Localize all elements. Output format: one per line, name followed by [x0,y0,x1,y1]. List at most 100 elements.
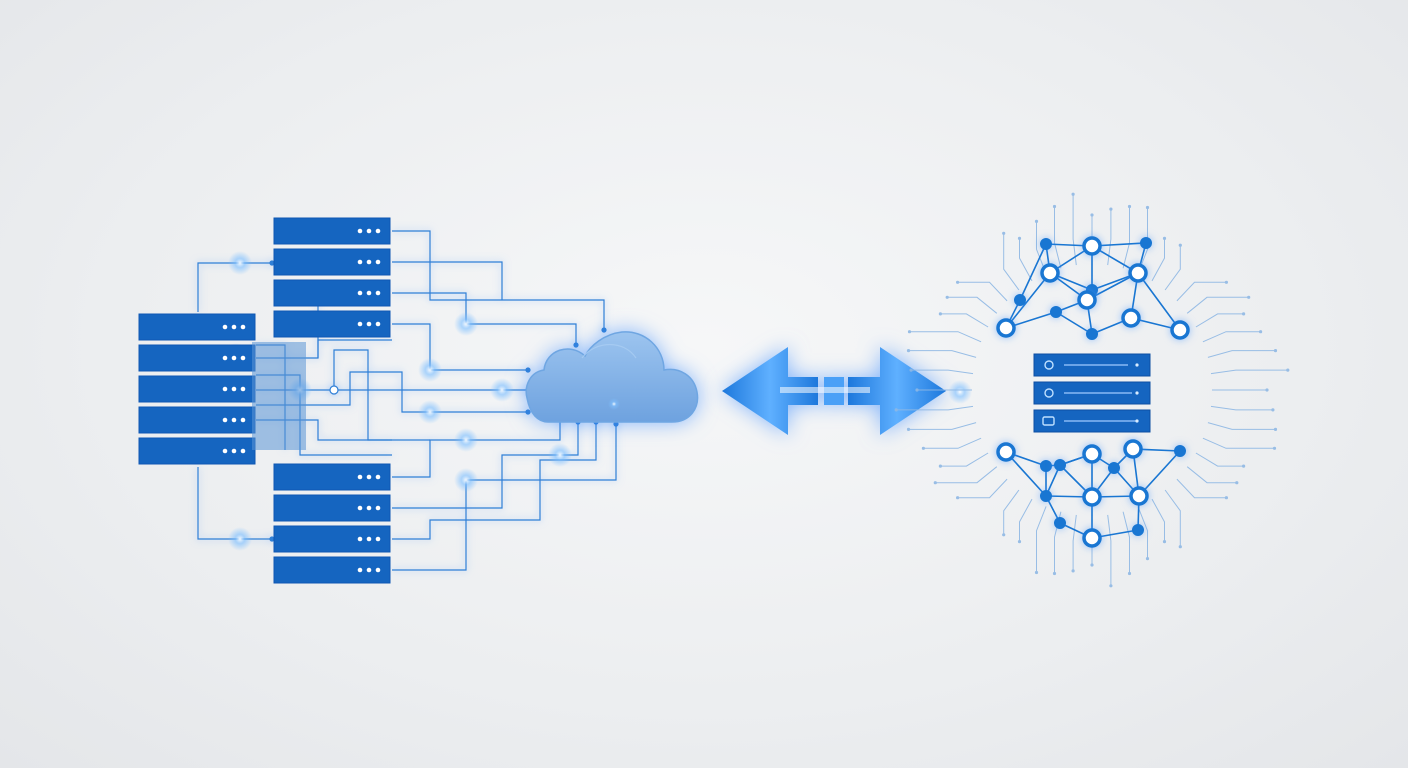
circuit-trace-19 [957,478,1008,499]
status-light [375,228,381,234]
status-light [240,417,246,423]
status-light [240,386,246,392]
line-endpoint-2 [269,536,275,542]
status-light [231,386,237,392]
circuit-trace-18 [1003,489,1020,535]
top-network-node-6 [1128,263,1148,283]
circuit-trace-39 [1122,206,1130,269]
status-panel [1033,353,1151,433]
circuit-trace-26 [911,369,974,375]
connection-line-8 [392,422,579,509]
status-light [231,355,237,361]
refresh-icon [1044,360,1054,370]
bottom-network-node-9 [1082,487,1102,507]
line-endpoint-1 [269,260,275,266]
status-light [222,417,228,423]
circuit-pad-9 [1162,540,1167,544]
circuit-traces [894,192,1290,588]
circuit-pad-16 [1034,570,1039,575]
circuit-pad-31 [956,280,960,284]
circuit-pad-18 [1002,533,1006,537]
window-icon [1042,416,1055,426]
bottom-network-node-8 [1040,490,1052,502]
top-server-4 [273,310,391,338]
top-server-stack [273,217,391,338]
connection-line-4 [392,261,503,300]
circuit-pad-12 [1109,584,1113,588]
connection-line-5 [392,292,577,345]
status-light [375,474,381,480]
glow-point-6 [454,428,478,452]
top-network-node-8 [1121,308,1141,328]
circuit-pad-35 [1052,204,1057,209]
circuit-pad-39 [1127,204,1132,209]
left-server-4 [138,406,256,434]
line-endpoint-6 [601,327,607,333]
glow-point-14 [948,380,972,404]
circuit-trace-33 [1019,238,1033,282]
cloud-icon [525,331,699,423]
neural-network-icon [996,236,1190,340]
circuit-pad-27 [906,349,911,353]
top-network-node-1 [1040,238,1052,250]
circuit-pad-11 [1127,571,1132,576]
circuit-pad-22 [921,446,926,450]
connection-line-7 [392,420,561,478]
bottom-server-3 [273,525,391,553]
circuit-pad-41 [1162,236,1167,240]
status-light [240,355,246,361]
circuit-pad-1 [1265,388,1269,392]
glow-point-1 [228,251,252,275]
status-light [222,355,228,361]
circuit-pad-23 [906,427,911,431]
circuit-trace-3 [1207,422,1276,430]
circuit-trace-10 [1137,506,1148,559]
circuit-trace-27 [908,350,977,358]
circuit-trace-47 [1207,350,1276,358]
circuit-pad-19 [956,496,960,500]
bottom-network-node-13 [1132,524,1144,536]
status-light [375,505,381,511]
top-network-node-13 [1014,294,1026,306]
connection-line-16 [333,349,430,441]
glow-point-2 [228,527,252,551]
circuit-trace-29 [940,313,989,328]
circuit-pad-17 [1017,540,1022,544]
bottom-server-1 [273,463,391,491]
circuit-trace-7 [1176,478,1227,499]
connection-line-3 [392,230,605,330]
circuit-pad-33 [1017,236,1022,240]
circuit-pad-34 [1034,219,1039,223]
glow-point-3 [454,312,478,336]
circuit-trace-6 [1186,466,1237,484]
status-light [357,321,363,327]
circuit-pad-4 [1272,446,1277,450]
circuit-trace-24 [896,405,974,411]
glow-point-7 [454,468,478,492]
circuit-trace-43 [1176,281,1227,302]
overlay-panel [252,342,306,450]
top-network-edge-20 [1019,243,1047,301]
status-dot [1135,363,1139,367]
circuit-pad-14 [1071,569,1075,573]
top-network-node-10 [1050,306,1062,318]
status-row-3 [1033,409,1151,433]
top-network-node-3 [1140,237,1152,249]
status-light [366,290,372,296]
bottom-network-node-12 [1082,528,1102,548]
connection-line-9 [392,422,597,540]
circuit-trace-23 [908,422,977,430]
circuit-trace-32 [1003,233,1020,291]
circuit-trace-35 [1054,206,1062,269]
status-light [366,259,372,265]
status-light [222,448,228,454]
circuit-trace-17 [1019,498,1033,542]
bottom-network-node-1 [996,442,1016,462]
connection-line-6 [392,323,528,371]
circuit-trace-30 [947,296,998,314]
circuit-trace-48 [1210,369,1288,375]
circuit-trace-4 [1202,437,1275,449]
circuit-trace-21 [940,452,989,467]
circuit-trace-46 [1202,331,1261,343]
status-row-1 [1033,353,1151,377]
